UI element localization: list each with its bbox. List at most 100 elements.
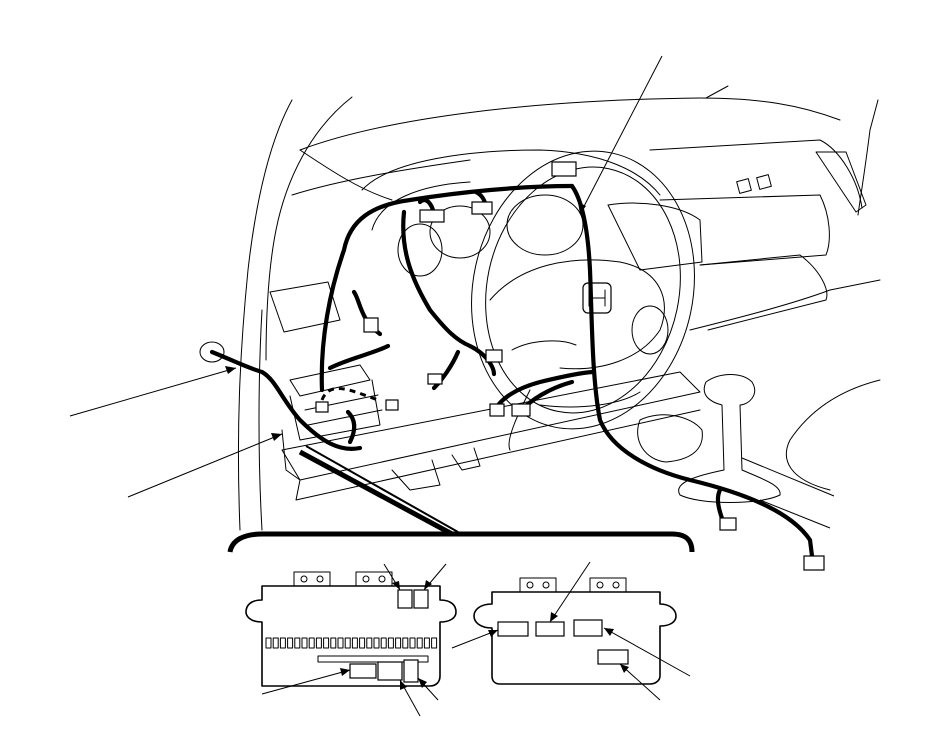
fuse-cell — [395, 637, 402, 649]
relay-tab-2-hole-b — [612, 581, 620, 589]
leader-rb-d — [619, 663, 661, 701]
console-side — [689, 279, 881, 331]
leader-rb-b-arrow — [550, 612, 558, 622]
right-vent — [815, 151, 867, 213]
relay-tab-1 — [519, 577, 557, 593]
grommet — [199, 341, 225, 363]
leader-floor-b — [759, 499, 831, 529]
fuse-cell — [315, 637, 322, 649]
harness-connectors — [315, 161, 825, 571]
fuse-cell — [330, 637, 337, 649]
seat-outline — [785, 379, 881, 491]
right-knob — [631, 305, 669, 355]
right-pillar — [857, 99, 879, 216]
bracket-line-1 — [298, 449, 454, 537]
main-leaders — [69, 55, 835, 529]
connector-column — [485, 349, 503, 363]
connector-lower-left — [427, 373, 443, 385]
leader-fb-e-arrow — [418, 678, 427, 688]
dash-switch-2 — [756, 174, 772, 190]
inset-bracket — [227, 445, 695, 553]
fuse-cell — [423, 637, 430, 649]
connector-lower-right — [511, 403, 531, 417]
speedometer — [506, 194, 584, 256]
gear-shift — [678, 374, 781, 503]
fusebox-connector-a — [397, 589, 413, 609]
fuse-cell — [373, 637, 380, 649]
fuse-row-lower — [317, 655, 429, 663]
dash-right-panel — [659, 194, 830, 266]
relay-box-connector-a — [497, 621, 529, 637]
fuse-cell — [272, 637, 279, 649]
leader-fb-d-arrow — [400, 680, 407, 690]
leader-fb-c-arrow — [340, 668, 350, 676]
harness-right-run — [569, 183, 815, 559]
side-panel-upper — [269, 281, 341, 333]
leader-grommet — [69, 367, 237, 417]
fuse-box-inset — [245, 563, 457, 717]
fusebox-line-2 — [307, 409, 383, 426]
relay-tab-2-hole-a — [596, 581, 604, 589]
left-vent — [397, 223, 443, 277]
fuse-cell — [409, 637, 416, 649]
relay-tab-1-hole-b — [542, 581, 550, 589]
fuse-cell — [431, 637, 438, 649]
leader-fb-b-arrow — [424, 580, 432, 590]
connector-lower-mid — [489, 403, 505, 417]
fuse-cell — [323, 637, 330, 649]
wire-harness — [199, 183, 815, 559]
dash-upper-line — [291, 159, 471, 196]
leader-rb-c — [603, 627, 691, 677]
lower-dash-panel — [281, 371, 701, 481]
dash-top-notch — [705, 85, 729, 99]
a-pillar-outer — [237, 99, 293, 531]
connector-left-switch — [363, 317, 379, 333]
fusebox-connector-c — [349, 663, 377, 679]
tab-2-hole-a — [362, 575, 370, 583]
fuse-cell — [402, 637, 409, 649]
fusebox-connector-b — [413, 589, 429, 609]
fuse-row — [265, 637, 438, 649]
fusebox-bottom — [281, 429, 301, 481]
door-edge — [258, 309, 263, 531]
column-cover — [508, 389, 531, 451]
fuse-box-outline — [245, 585, 457, 687]
leader-fb-a-arrow — [392, 581, 400, 590]
steering-wheel-inner — [485, 166, 681, 414]
fusebox-lid — [289, 364, 371, 397]
harness-hidden — [320, 386, 379, 402]
fusebox-connector-d — [377, 661, 403, 681]
leader-harness-upper — [579, 55, 663, 215]
fusebox-connector-e — [403, 659, 419, 683]
cup-holder — [637, 414, 703, 463]
fuse-cell — [359, 637, 366, 649]
fusebox-body — [289, 379, 381, 441]
connector-top-center — [551, 161, 577, 177]
connector-fusebox-1 — [385, 399, 399, 411]
tab-1-hole-b — [316, 575, 324, 583]
fuse-box-tab-1 — [293, 571, 331, 587]
leader-rb-c-arrow — [604, 628, 614, 636]
fuse-cell — [265, 637, 272, 649]
tachometer — [429, 205, 491, 259]
harness-fusebox-loop — [345, 409, 357, 445]
harness-left-run — [209, 349, 363, 451]
connector-fusebox-2 — [315, 401, 329, 413]
bracket-bar — [227, 531, 695, 553]
bracket-line-2 — [305, 445, 459, 533]
fuse-cell — [344, 637, 351, 649]
fuse-cell — [301, 637, 308, 649]
leader-rb-b — [549, 561, 591, 623]
pedal-bracket-1 — [391, 459, 441, 491]
fuse-cell — [366, 637, 373, 649]
harness-branch-2 — [327, 343, 391, 371]
wheel-spoke-lower — [511, 340, 577, 351]
fuse-cell — [380, 637, 387, 649]
fuse-cell — [287, 637, 294, 649]
relay-box-connector-b — [535, 621, 565, 637]
lower-dash-edge — [295, 409, 701, 501]
leader-floor-a — [741, 457, 835, 497]
dash-top-left — [299, 149, 393, 201]
center-vent — [607, 202, 703, 271]
